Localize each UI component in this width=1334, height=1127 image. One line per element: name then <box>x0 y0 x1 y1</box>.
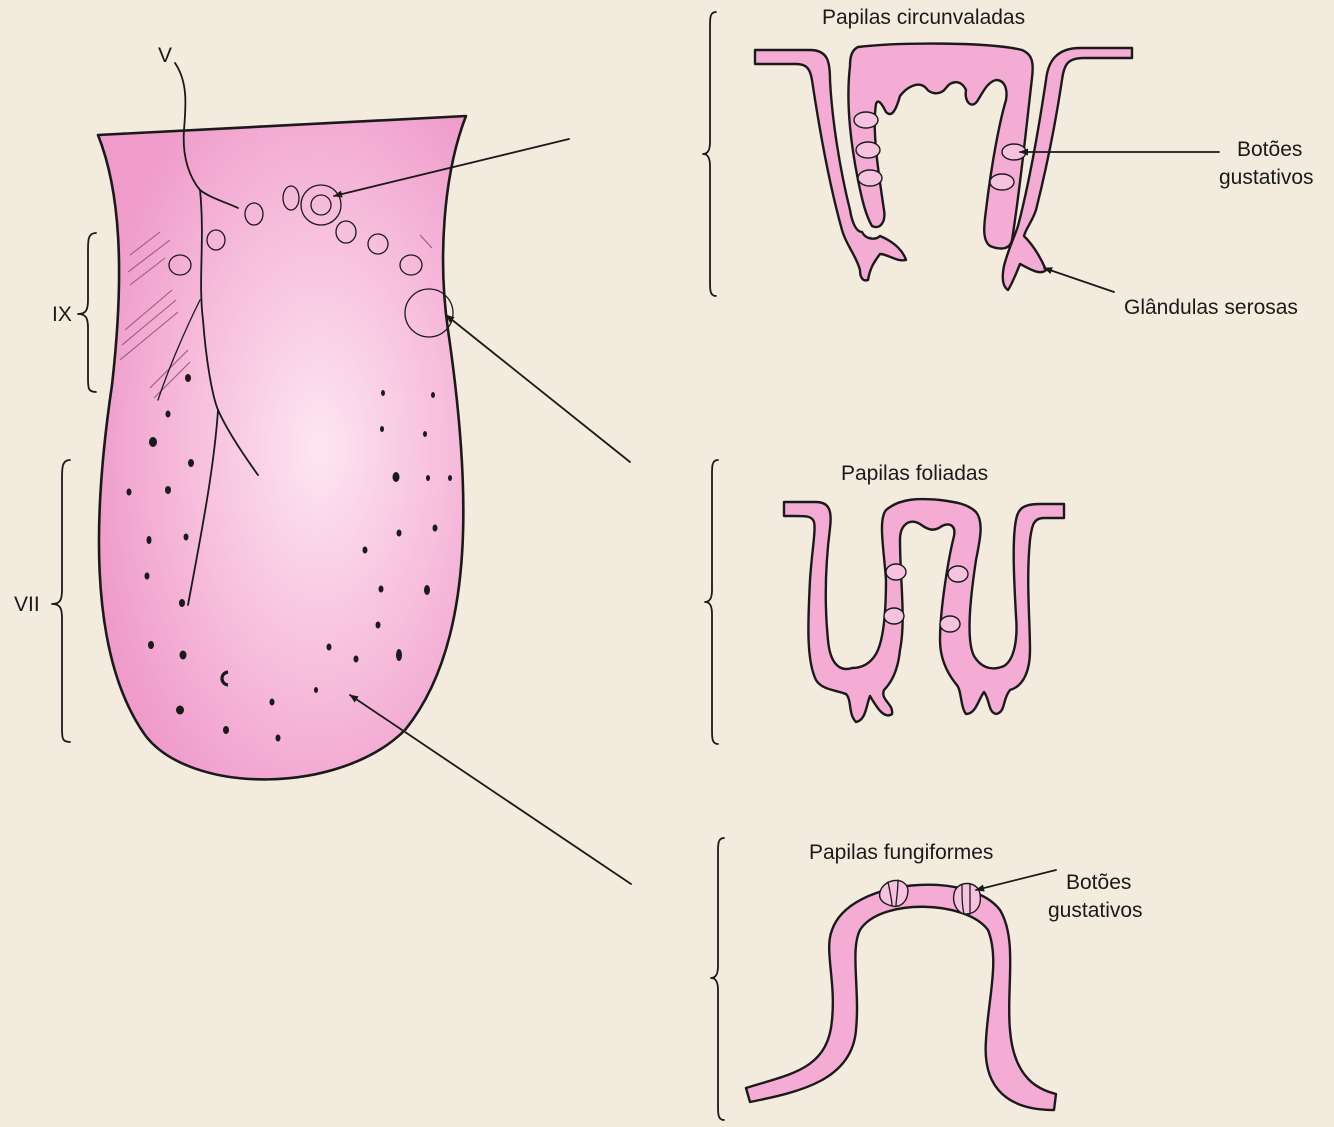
panel-circumvallate: Papilas circunvaladas Botões gustativos … <box>702 6 1314 319</box>
taste-buds-circumvallate <box>853 111 1027 191</box>
epithelium-left <box>753 48 908 282</box>
pointer-foliate <box>445 314 631 463</box>
label-nerve-vii: VII <box>14 593 40 616</box>
label-taste-buds-top-2: gustativos <box>1219 166 1314 189</box>
title-fungiform: Papilas fungiformes <box>809 841 993 864</box>
label-taste-buds-bottom-1: Botões <box>1066 871 1131 894</box>
tongue-body <box>96 114 468 781</box>
circumvallate-papillae-row <box>168 184 454 338</box>
label-serous-glands: Glândulas serosas <box>1124 296 1298 319</box>
bracket-circumvallate <box>702 11 717 297</box>
panel-fungiform: Papilas fungiformes Botões gustativos <box>710 837 1143 1121</box>
foliate-epithelium <box>782 497 1066 724</box>
nerve-brackets <box>51 232 97 743</box>
nerve-lines <box>157 62 259 606</box>
label-taste-buds-top-1: Botões <box>1237 138 1302 161</box>
bracket-foliate <box>704 459 719 745</box>
tongue <box>96 62 468 781</box>
panel-foliate: Papilas foliadas <box>704 459 1066 745</box>
bracket-fungiform <box>710 837 725 1121</box>
title-circumvallate: Papilas circunvaladas <box>822 6 1025 29</box>
pointer-circumvallate <box>333 138 570 198</box>
taste-buds-fungiform <box>878 879 982 915</box>
label-nerve-ix: IX <box>52 303 72 326</box>
fungiform-papilla <box>744 883 1058 1112</box>
pointer-serous-glands <box>1043 267 1115 293</box>
label-nerve-v: V <box>158 44 172 67</box>
taste-buds-foliate <box>883 563 969 633</box>
pointer-lines <box>333 138 632 885</box>
bracket-vii <box>51 459 71 743</box>
pointer-fungiform <box>349 694 632 885</box>
title-foliate: Papilas foliadas <box>841 462 988 485</box>
fungiform-papillae-dots <box>126 374 452 742</box>
label-taste-buds-bottom-2: gustativos <box>1048 899 1143 922</box>
pointer-taste-buds-bottom <box>975 869 1057 892</box>
bracket-ix <box>77 232 97 393</box>
circumvallate-papilla <box>847 42 1034 250</box>
